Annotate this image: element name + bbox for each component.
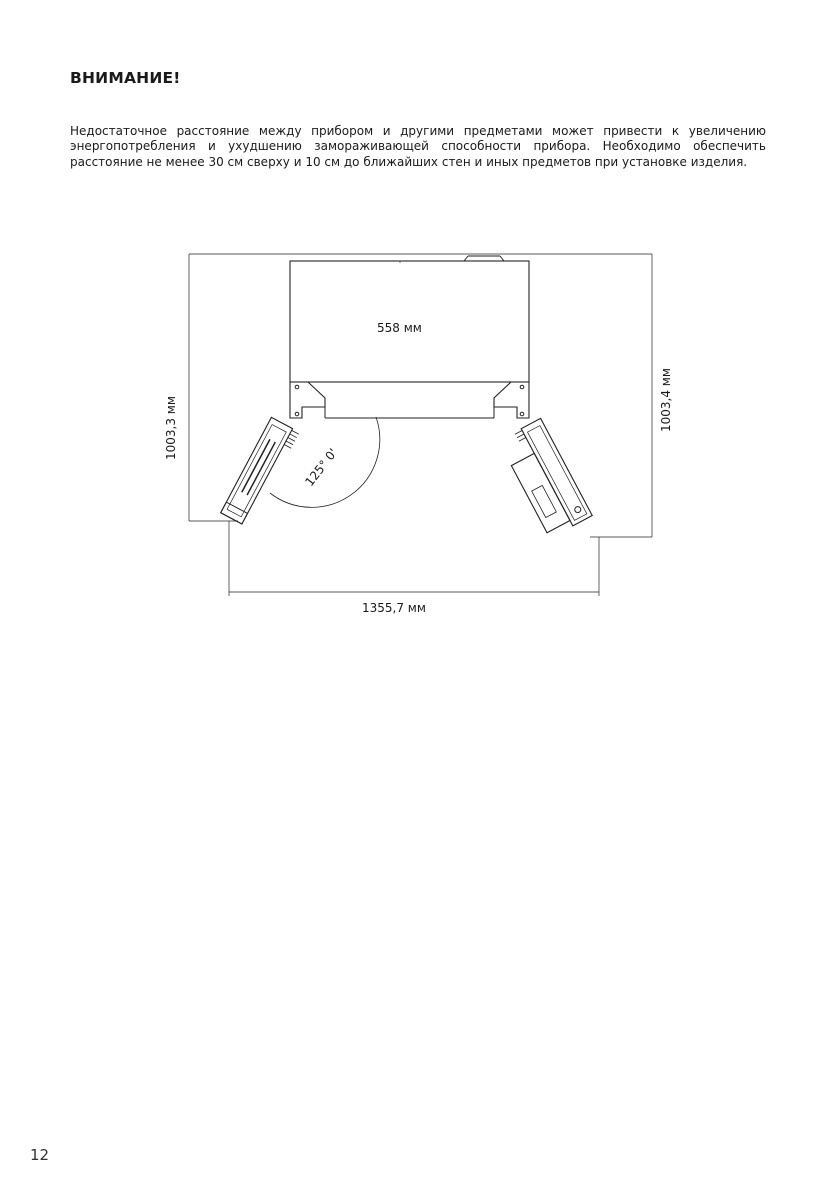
- page-number: 12: [30, 1146, 50, 1164]
- angle-label: 125° 0': [302, 446, 340, 489]
- right-depth-label: 1003,4 мм: [659, 368, 673, 432]
- warning-heading: ВНИМАНИЕ!: [70, 69, 181, 87]
- total-width-label: 1355,7 мм: [362, 601, 426, 615]
- warning-paragraph: Недостаточное расстояние между прибором …: [70, 124, 766, 169]
- cabinet-body: [289, 260, 530, 383]
- width-label: 558 мм: [377, 321, 422, 335]
- left-hinge: [289, 381, 326, 419]
- clearance-diagram: 558 мм 125° 0' 1003,3 мм 1003,4 мм 1355,…: [164, 253, 673, 615]
- right-hinge: [493, 381, 530, 419]
- door-swing-arc: [269, 416, 381, 508]
- left-depth-label: 1003,3 мм: [164, 396, 178, 460]
- left-door: [219, 416, 299, 525]
- right-door: [510, 417, 593, 534]
